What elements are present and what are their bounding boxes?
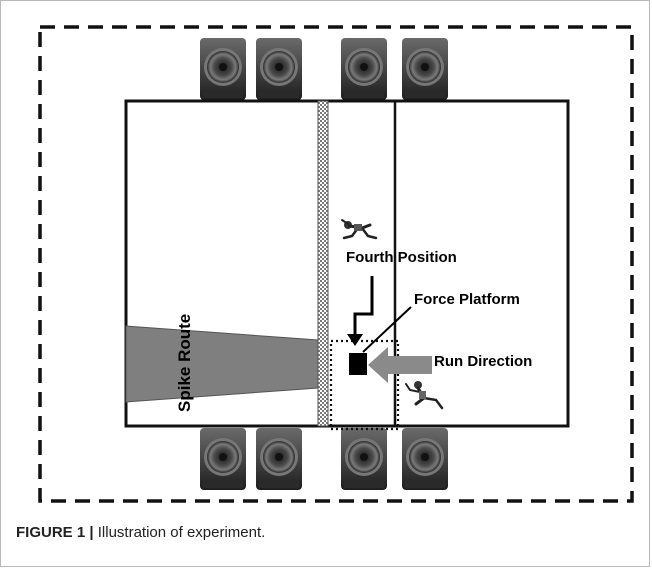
caption-label: FIGURE 1 — [16, 524, 86, 541]
speaker-icon — [341, 38, 387, 100]
run-direction-arrow — [368, 347, 432, 383]
speaker-icon — [200, 428, 246, 490]
athlete-running-icon — [338, 216, 378, 242]
run-direction-label: Run Direction — [434, 353, 532, 370]
landing-zone — [329, 339, 400, 431]
fourth-position-label: Fourth Position — [346, 249, 457, 266]
speaker-icon — [402, 428, 448, 490]
force-platform — [349, 353, 367, 375]
athlete-approach-icon — [402, 378, 446, 414]
fourth-position-pointer — [347, 276, 374, 346]
figure-caption: FIGURE 1 | Illustration of experiment. — [16, 524, 265, 541]
outer-boundary — [38, 25, 634, 503]
force-platform-label: Force Platform — [414, 291, 520, 308]
spike-route-label: Spike Route — [175, 314, 194, 412]
speaker-icon — [256, 38, 302, 100]
speaker-icon — [256, 428, 302, 490]
spike-route-area — [125, 325, 319, 403]
experiment-diagram: Spike Route Fourth Position Force Platfo… — [38, 25, 634, 503]
speaker-icon — [341, 428, 387, 490]
caption-separator: | — [89, 524, 94, 541]
speaker-icon — [402, 38, 448, 100]
court-outline — [124, 99, 570, 428]
speaker-icon — [200, 38, 246, 100]
caption-text: Illustration of experiment. — [97, 524, 266, 541]
force-platform-leader — [362, 306, 412, 353]
net — [317, 100, 329, 427]
